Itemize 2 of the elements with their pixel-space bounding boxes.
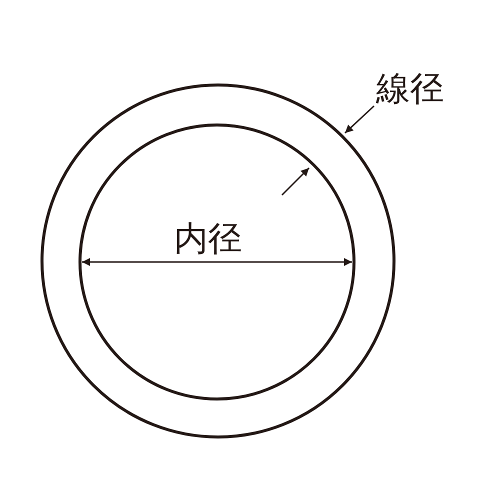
wire-diameter-label: 線径: [376, 72, 444, 106]
inner-diameter-label: 内径: [174, 222, 242, 256]
